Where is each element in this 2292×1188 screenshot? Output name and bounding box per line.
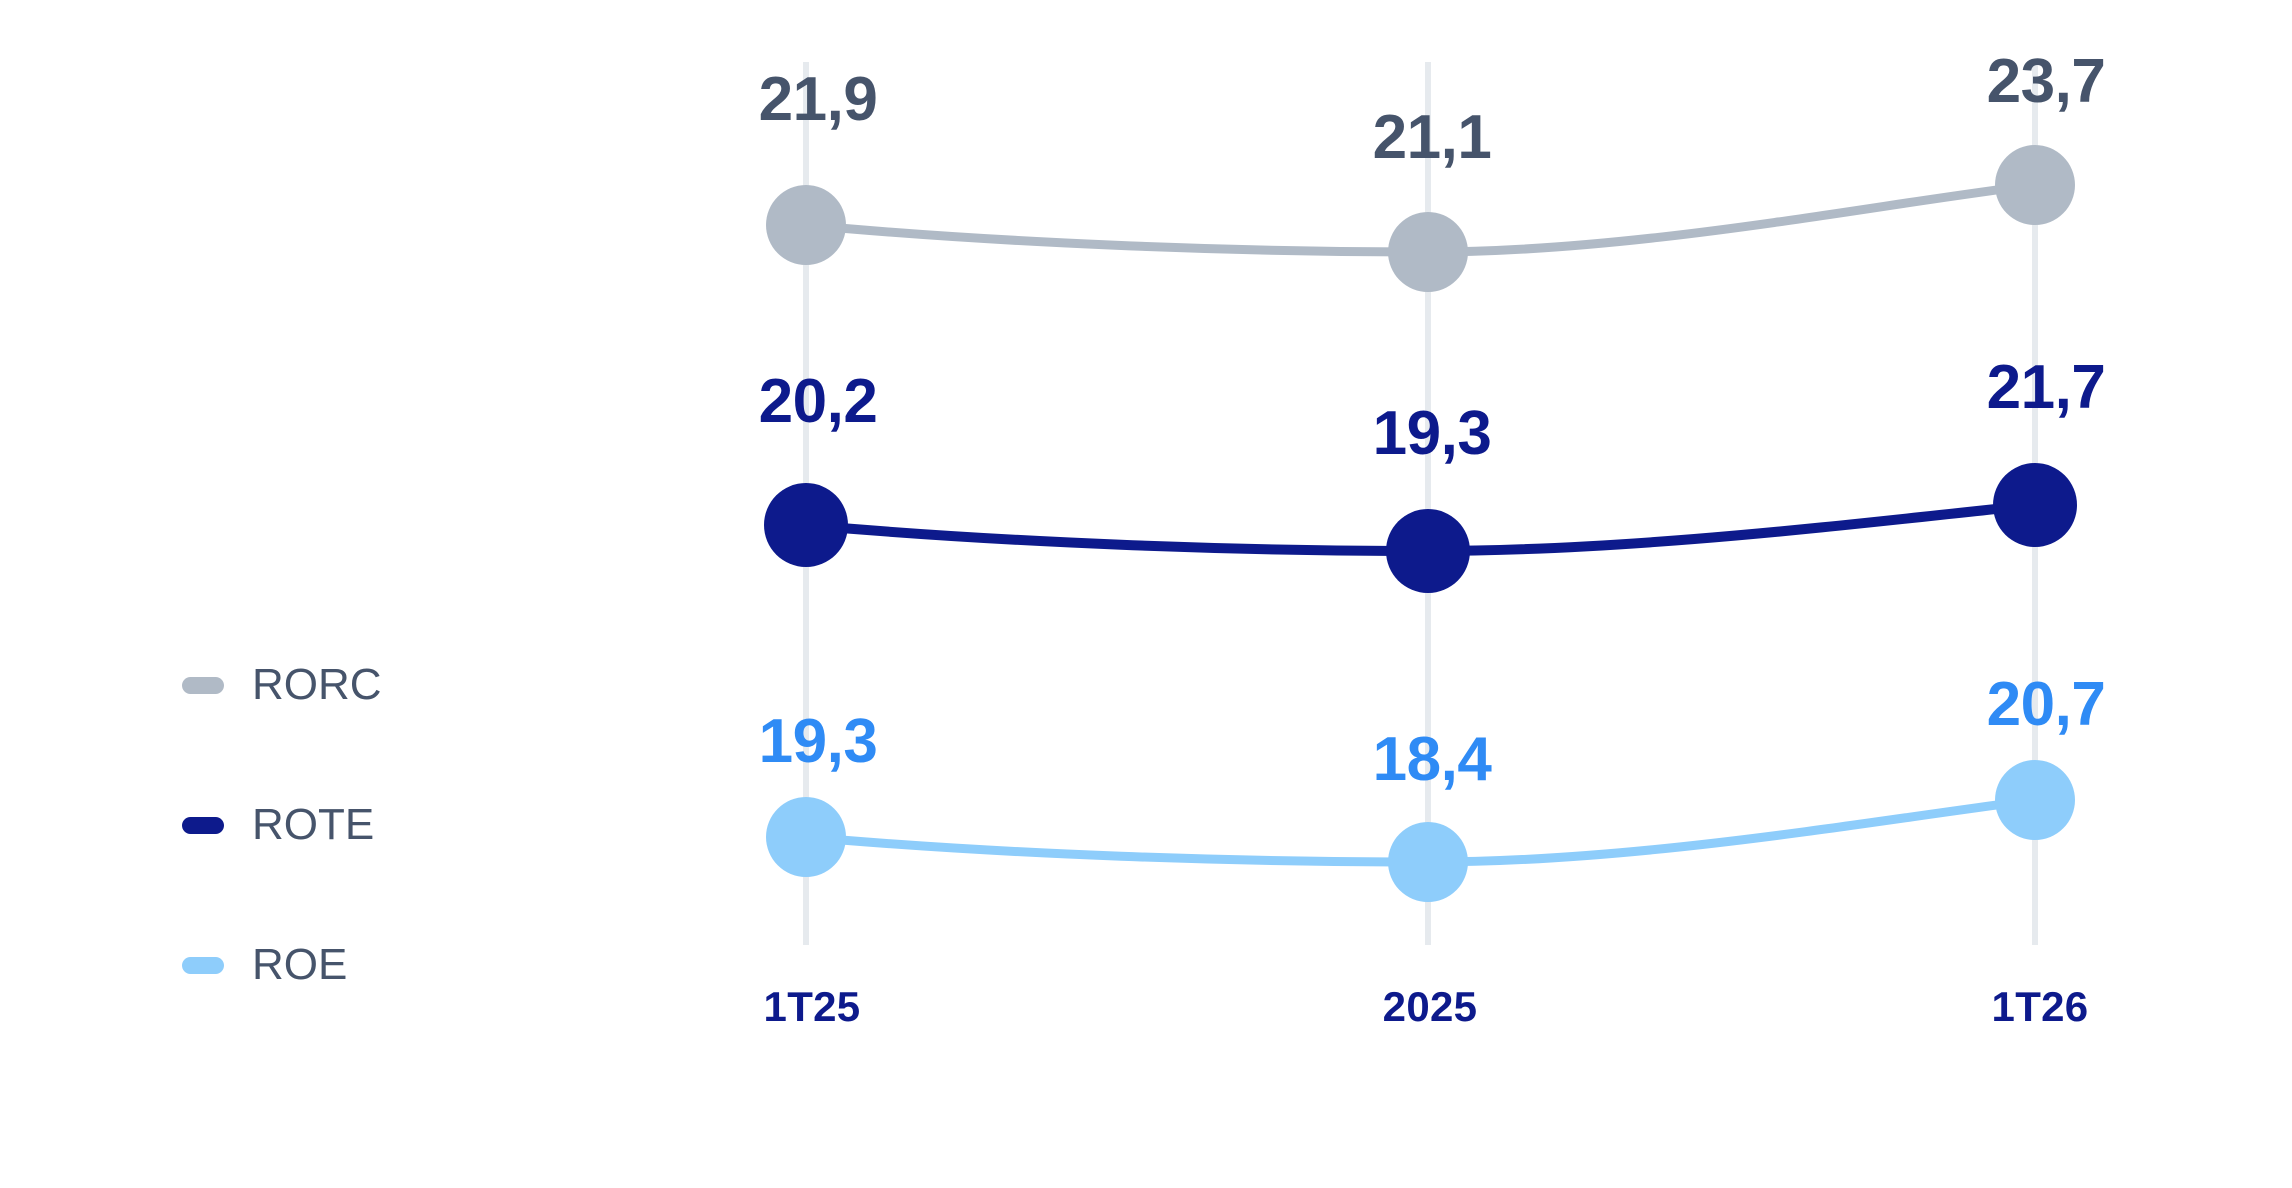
data-point-rorc-1t26 xyxy=(1995,145,2075,225)
legend-item-rote[interactable]: ROTE xyxy=(182,797,374,853)
data-point-rote-1t26 xyxy=(1993,463,2077,547)
legend-swatch-icon-rorc xyxy=(182,676,224,694)
legend-swatch-icon-roe xyxy=(182,956,224,974)
series-rote xyxy=(764,463,2077,593)
legend-swatch-icon-rote xyxy=(182,816,224,834)
legend-item-rorc[interactable]: RORC xyxy=(182,657,382,713)
gridlines xyxy=(803,62,2038,945)
data-point-rorc-1t25 xyxy=(766,185,846,265)
data-point-rote-1t25 xyxy=(764,483,848,567)
data-point-rote-2025 xyxy=(1386,509,1470,593)
data-point-roe-2025 xyxy=(1388,822,1468,902)
legend-label-rote: ROTE xyxy=(252,800,375,849)
legend-label-roe: ROE xyxy=(252,940,348,989)
data-point-roe-1t26 xyxy=(1995,760,2075,840)
series-rorc xyxy=(766,145,2075,292)
data-point-roe-1t25 xyxy=(766,797,846,877)
x-axis-label-2025: 2025 xyxy=(1382,983,1478,1030)
data-point-rorc-2025 xyxy=(1388,212,1468,292)
x-axis-label-1t25: 1T25 xyxy=(763,983,861,1030)
legend-label-rorc: RORC xyxy=(252,660,382,709)
legend-item-roe[interactable]: ROE xyxy=(182,937,347,993)
series-roe xyxy=(766,760,2075,902)
x-axis-label-1t26: 1T26 xyxy=(1991,983,2089,1030)
